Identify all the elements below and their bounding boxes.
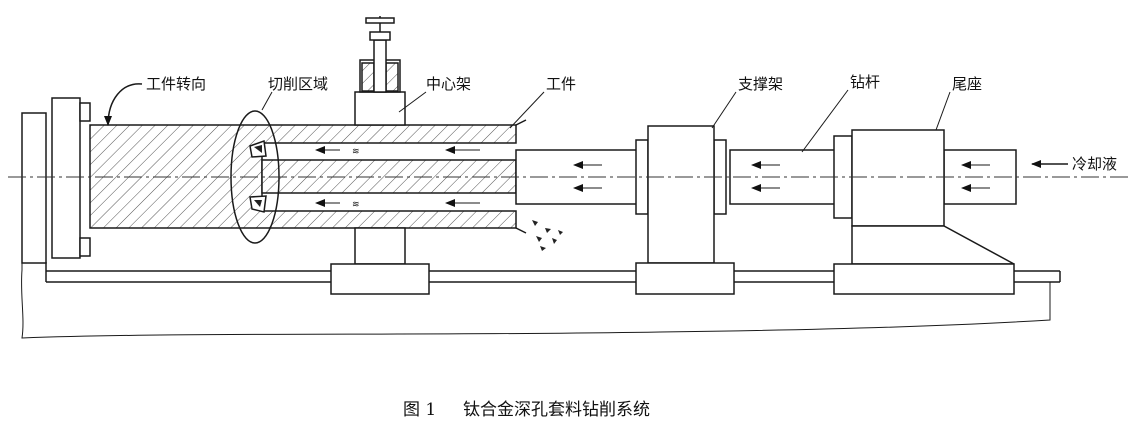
caption-title: 钛合金深孔套料钻削系统 (463, 400, 650, 420)
label-support-frame: 支撑架 (738, 75, 783, 93)
tailstock (833, 129, 1015, 295)
label-cutting-zone: 切削区域 (268, 75, 328, 93)
label-tailstock: 尾座 (952, 75, 982, 93)
label-drill-rod: 钻杆 (850, 73, 880, 91)
leader-cutting-zone (261, 91, 273, 111)
caption-number: 图 1 (403, 400, 436, 420)
leader-workpiece (509, 91, 545, 129)
chip-flow-arrows: ≋ ≋ (315, 146, 480, 210)
support-frame (635, 125, 735, 295)
cutter-tip-top (249, 139, 267, 158)
leader-center-rest (398, 91, 427, 113)
chip-particles (532, 220, 563, 251)
label-workpiece: 工件 (546, 75, 576, 93)
label-coolant: 冷却液 (1072, 155, 1117, 173)
label-center-rest: 中心架 (426, 75, 471, 93)
leader-drill-rod (801, 89, 849, 153)
svg-text:≋: ≋ (352, 200, 360, 210)
leader-tailstock (935, 91, 951, 131)
label-workpiece-rotation: 工件转向 (146, 75, 206, 93)
cutter-tip-bottom (249, 195, 267, 213)
chuck (51, 97, 91, 259)
workpiece (89, 119, 527, 234)
spindle-plate (21, 112, 47, 264)
machine-bed (21, 113, 1058, 339)
center-rest (330, 16, 430, 295)
leader-support-frame (711, 91, 737, 129)
rotation-direction-arrow (104, 83, 143, 126)
coolant-flow-arrows (573, 161, 990, 192)
svg-text:≋: ≋ (352, 147, 360, 157)
